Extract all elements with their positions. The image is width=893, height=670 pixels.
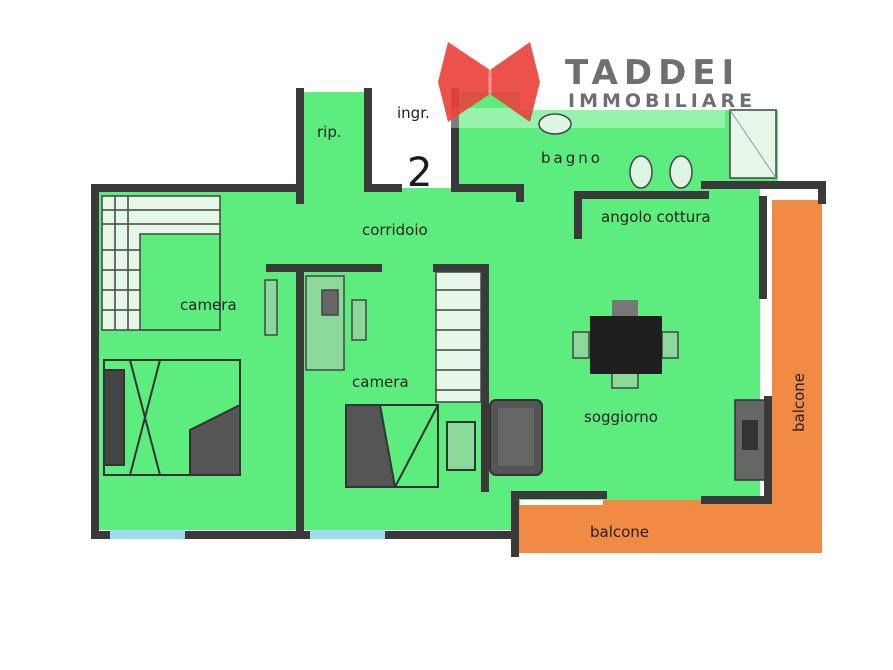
walls xyxy=(91,88,826,557)
room-label-camera-2: camera xyxy=(352,373,409,391)
room-label-balcone-bottom: balcone xyxy=(590,523,649,541)
stairs-icon xyxy=(101,195,221,331)
room-label-angolo-cottura: angolo cottura xyxy=(601,208,711,226)
unit-number: 2 xyxy=(407,150,432,196)
double-bed-icon xyxy=(103,359,241,476)
armchair-icon xyxy=(489,399,543,476)
logo-icon xyxy=(438,42,540,122)
room-label-ingresso: ingr. xyxy=(397,104,430,122)
bathroom-fixtures xyxy=(538,109,777,189)
bidet-icon xyxy=(629,155,653,189)
toilet-icon xyxy=(669,155,693,189)
dining-table-icon xyxy=(572,300,679,389)
single-bed-icon xyxy=(345,404,476,488)
desk-icon xyxy=(264,275,367,371)
wardrobe-icon xyxy=(435,271,482,403)
room-label-balcone-side: balcone xyxy=(790,373,808,432)
sink-icon xyxy=(538,113,572,135)
room-label-soggiorno: soggiorno xyxy=(584,408,658,426)
room-label-camera-1: camera xyxy=(180,296,237,314)
tv-cabinet-icon xyxy=(734,399,766,481)
room-label-bagno: bagno xyxy=(541,149,603,167)
brand-tagline: IMMOBILIARE xyxy=(568,90,756,112)
balcony-area xyxy=(515,200,822,553)
windows xyxy=(110,108,725,539)
brand-name: TADDEI xyxy=(565,53,740,93)
room-label-corridoio: corridoio xyxy=(362,221,428,239)
room-label-ripostiglio: rip. xyxy=(317,123,342,141)
